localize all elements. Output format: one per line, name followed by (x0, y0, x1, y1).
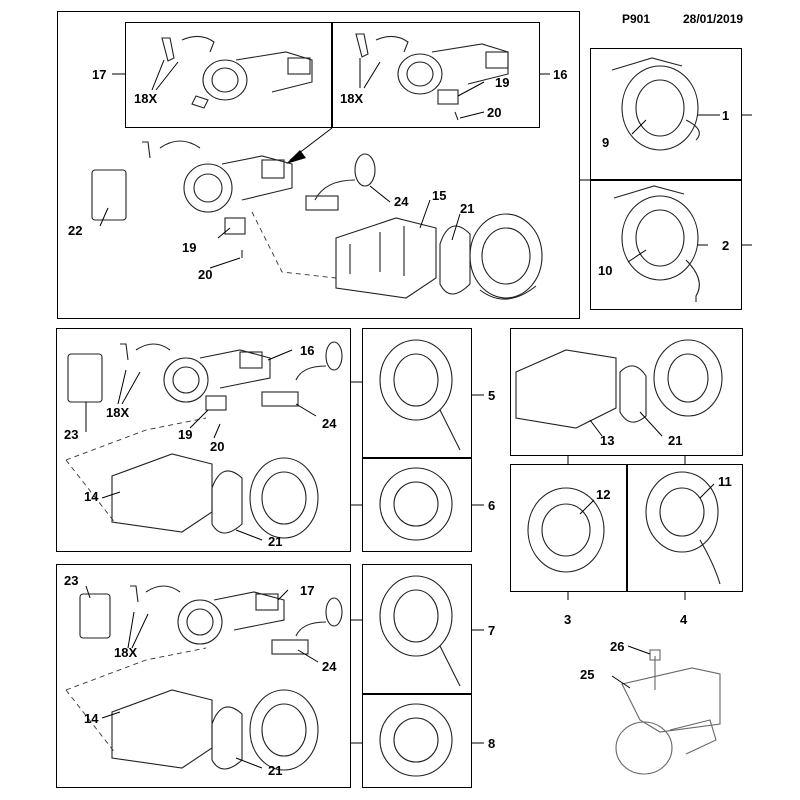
panel-part-1 (590, 48, 742, 180)
callout-19-main: 19 (182, 240, 197, 255)
panel-detail-17 (125, 22, 332, 128)
panel-detail-16 (332, 22, 540, 128)
panel-part-5 (362, 328, 472, 458)
callout-5: 5 (488, 388, 496, 403)
callout-2: 2 (722, 238, 730, 253)
callout-6: 6 (488, 498, 496, 513)
callout-15: 15 (432, 188, 447, 203)
panel-assembly-17-variant (56, 564, 351, 788)
callout-23-mid: 23 (64, 427, 79, 442)
callout-14-bottom: 14 (84, 711, 99, 726)
callout-25: 25 (580, 667, 595, 682)
callout-21-mid: 21 (268, 534, 283, 549)
panel-part-7 (362, 564, 472, 694)
panel-assembly-13 (510, 328, 743, 456)
callout-9: 9 (602, 135, 610, 150)
callout-16-mid: 16 (300, 343, 315, 358)
panel-part-8 (362, 694, 472, 788)
callout-17-bottom: 17 (300, 583, 315, 598)
callout-8: 8 (488, 736, 496, 751)
callout-14-mid: 14 (84, 489, 99, 504)
callout-16-top: 16 (553, 67, 568, 82)
callout-24-mid: 24 (322, 416, 337, 431)
panel-part-6 (362, 458, 472, 552)
callout-4: 4 (680, 612, 688, 627)
panel-part-3 (510, 464, 627, 592)
callout-20-main: 20 (198, 267, 213, 282)
callout-18x-detail-17: 18X (134, 91, 158, 106)
callout-19-mid: 19 (178, 427, 193, 442)
panel-assembly-16-variant (56, 328, 351, 552)
callout-20-detail-16: 20 (487, 105, 502, 120)
callout-23-bottom: 23 (64, 573, 79, 588)
callout-13: 13 (600, 433, 615, 448)
callout-20-mid: 20 (210, 439, 225, 454)
callout-18x-bottom: 18X (114, 645, 138, 660)
callout-21-assembly-13: 21 (668, 433, 683, 448)
panel-part-2 (590, 180, 742, 310)
callout-21-main: 21 (460, 201, 475, 216)
callout-24-main: 24 (394, 194, 409, 209)
callout-21-bottom: 21 (268, 763, 283, 778)
callout-10: 10 (598, 263, 613, 278)
callout-24-bottom: 24 (322, 659, 337, 674)
callout-12: 12 (596, 487, 611, 502)
callout-7: 7 (488, 623, 496, 638)
panel-main-assembly (57, 11, 580, 319)
callout-3: 3 (564, 612, 572, 627)
callout-17-top: 17 (92, 67, 107, 82)
callout-1: 1 (722, 108, 730, 123)
callout-11: 11 (718, 474, 732, 489)
callout-22: 22 (68, 223, 83, 238)
callout-18x-mid: 18X (106, 405, 130, 420)
callout-18x-detail-16: 18X (340, 91, 364, 106)
callout-26: 26 (610, 639, 625, 654)
diagram-code: P901 (622, 12, 651, 26)
panel-part-4 (627, 464, 743, 592)
diagram-date: 28/01/2019 (683, 12, 744, 26)
callout-19-detail-16: 19 (495, 75, 510, 90)
